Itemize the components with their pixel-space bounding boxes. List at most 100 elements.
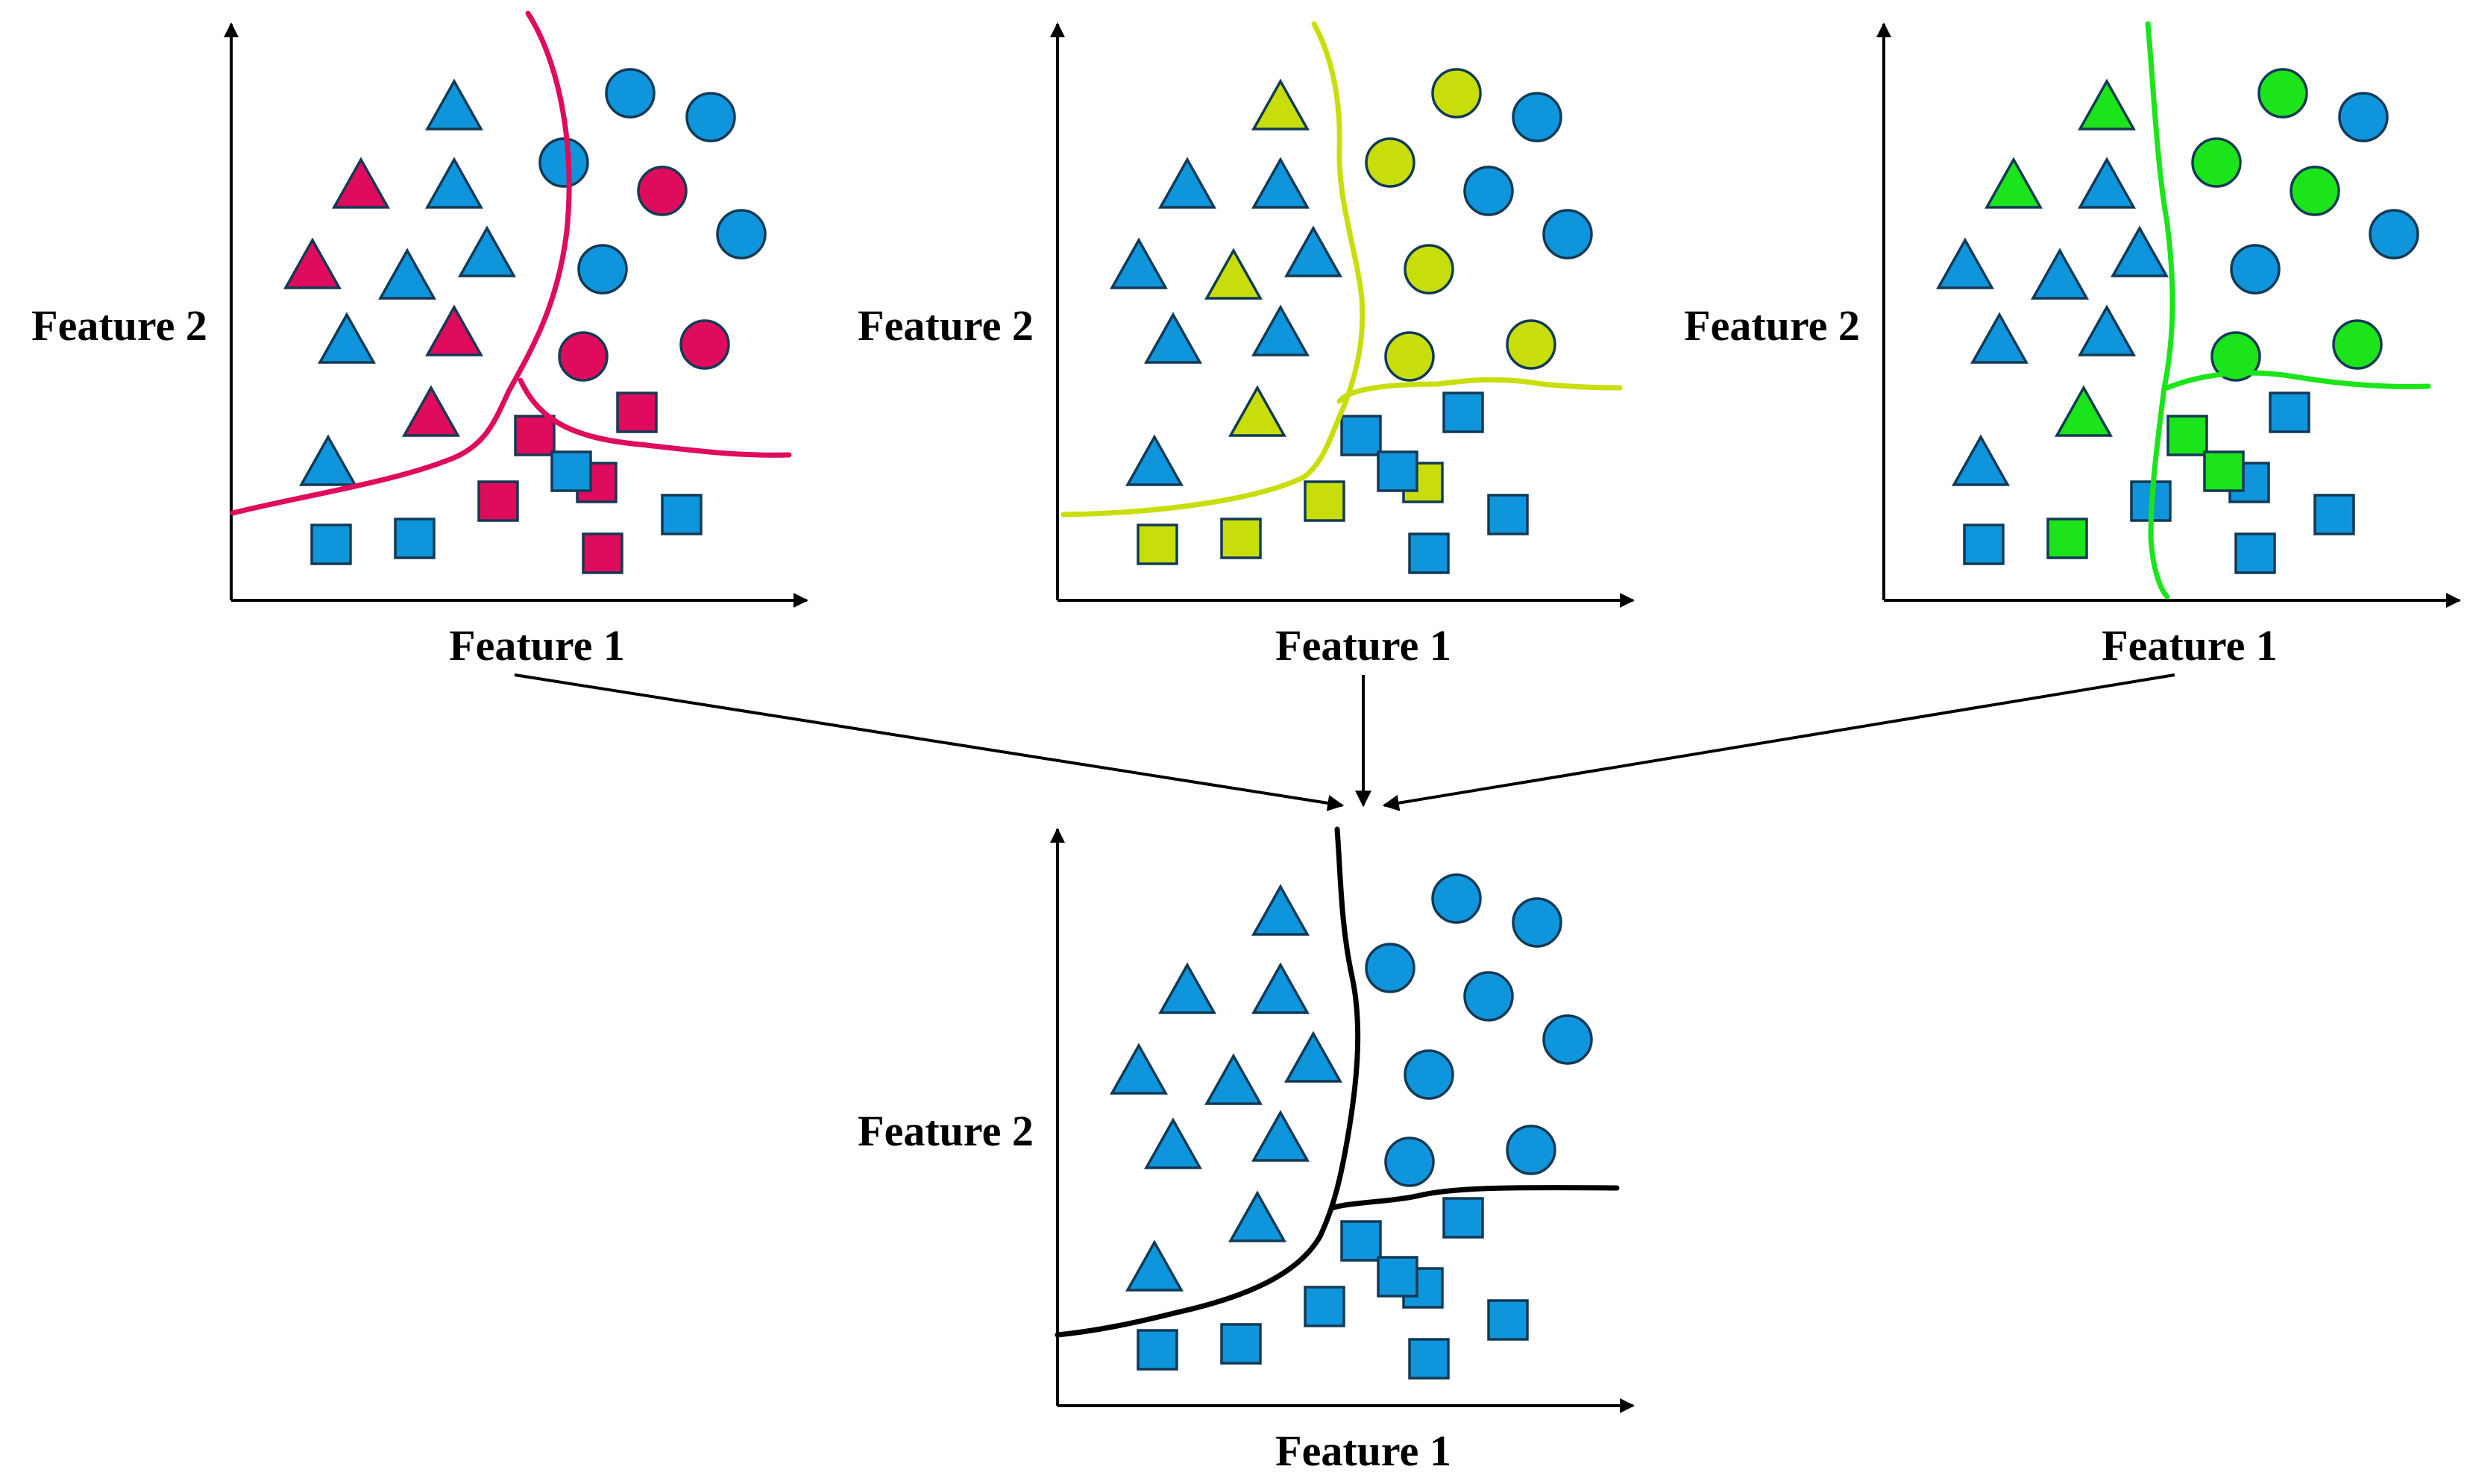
data-point-square-s7 <box>616 392 658 433</box>
data-point-triangle-t4 <box>283 237 342 289</box>
x-axis-label: Feature 1 <box>1275 621 1451 670</box>
data-point-triangle-t6 <box>2111 225 2169 277</box>
data-point-square-s5 <box>1408 532 1450 574</box>
data-point-circle-c5 <box>1463 166 1514 216</box>
data-point-square-s1 <box>310 524 352 565</box>
data-point-square-s8 <box>661 494 703 535</box>
data-point-circle-c5 <box>1463 971 1514 1022</box>
data-point-triangle-t2 <box>1985 157 2043 209</box>
data-point-circle-c7 <box>2210 331 2261 382</box>
data-point-square-s7 <box>2269 392 2310 433</box>
data-point-circle-c5 <box>2290 166 2340 216</box>
data-point-circle-c7 <box>1384 1136 1435 1187</box>
data-point-circle-c5 <box>637 166 688 216</box>
data-point-square-s6 <box>2166 415 2208 456</box>
data-point-triangle-t1 <box>1251 78 1310 131</box>
data-point-triangle-t9 <box>1952 434 2010 486</box>
panel-model-2: Feature 1 Feature 2 <box>858 21 1635 670</box>
data-point-square-s9 <box>550 450 592 492</box>
data-point-circle-c6 <box>2230 244 2281 295</box>
data-point-square-s2 <box>2046 518 2088 559</box>
data-point-triangle-t4 <box>1936 237 1994 289</box>
data-point-triangle-t5 <box>1204 1053 1263 1105</box>
data-point-triangle-t8 <box>425 304 483 356</box>
x-axis-label: Feature 1 <box>449 621 625 670</box>
data-point-circle-c8 <box>679 319 730 370</box>
data-point-square-s1 <box>1963 524 2005 565</box>
data-point-square-s2 <box>1220 1323 1262 1365</box>
data-point-triangle-t2 <box>1158 962 1216 1014</box>
decision-boundary <box>2145 21 2431 600</box>
panel-ensemble: Feature 1 Feature 2 <box>858 826 1635 1475</box>
data-point-triangle-t7 <box>1970 312 2029 364</box>
data-point-triangle-t8 <box>1251 304 1310 356</box>
data-point-circle-c4 <box>1542 1014 1593 1065</box>
data-point-triangle-t1 <box>425 78 483 131</box>
y-axis-label: Feature 2 <box>858 301 1034 350</box>
data-point-triangle-t10 <box>1228 1190 1286 1242</box>
data-point-triangle-t3 <box>2078 157 2136 209</box>
data-point-square-s7 <box>1442 392 1484 433</box>
data-point-circle-c1 <box>2257 68 2308 119</box>
data-point-circle-c2 <box>1512 897 1562 948</box>
data-point-triangle-t10 <box>2055 385 2113 437</box>
data-point-triangle-t5 <box>2031 248 2089 300</box>
data-point-square-s6 <box>514 415 556 456</box>
data-point-square-s2 <box>1220 518 1262 559</box>
data-point-triangle-t9 <box>1125 1239 1184 1292</box>
data-point-square-s9 <box>1377 450 1418 492</box>
data-point-circle-c4 <box>2369 209 2419 260</box>
y-axis-label: Feature 2 <box>1684 301 1860 350</box>
data-point-circle-c7 <box>1384 331 1435 382</box>
data-point-square-s9 <box>1377 1256 1418 1298</box>
decision-boundary <box>1055 826 1620 1338</box>
data-point-triangle-t7 <box>318 312 376 364</box>
data-point-triangle-t6 <box>458 225 516 277</box>
data-point-circle-c4 <box>1542 209 1593 260</box>
data-point-square-s1 <box>1137 524 1178 565</box>
data-point-square-s8 <box>1487 1299 1529 1341</box>
data-point-square-s5 <box>582 532 623 574</box>
data-point-square-s1 <box>1137 1329 1178 1371</box>
data-point-circle-c2 <box>1512 92 1562 142</box>
data-point-triangle-t5 <box>378 248 436 300</box>
data-point-circle-c4 <box>716 209 767 260</box>
data-point-square-s3 <box>1304 480 1345 522</box>
data-point-square-s9 <box>2203 450 2245 492</box>
data-points <box>1110 873 1593 1380</box>
data-point-square-s8 <box>2313 494 2355 535</box>
data-point-circle-c8 <box>1506 319 1556 370</box>
data-point-circle-c3 <box>1365 137 1415 188</box>
data-points <box>1110 68 1593 574</box>
data-point-circle-c3 <box>1365 943 1415 993</box>
data-point-square-s8 <box>1487 494 1529 535</box>
data-point-square-s6 <box>1340 415 1382 456</box>
data-point-circle-c6 <box>1404 1049 1454 1100</box>
x-axis-label: Feature 1 <box>1275 1427 1451 1475</box>
data-point-square-s7 <box>1442 1197 1484 1239</box>
decision-boundary <box>230 10 792 516</box>
data-point-triangle-t10 <box>1228 385 1286 437</box>
data-point-circle-c1 <box>1431 68 1482 119</box>
data-point-square-s6 <box>1340 1220 1382 1262</box>
data-point-triangle-t4 <box>1110 1043 1168 1095</box>
data-points <box>1936 68 2419 574</box>
data-point-triangle-t2 <box>1158 157 1216 209</box>
data-point-square-s5 <box>2234 532 2276 574</box>
data-point-triangle-t10 <box>402 385 460 437</box>
y-axis-label: Feature 2 <box>31 301 207 350</box>
data-point-square-s2 <box>394 518 436 559</box>
data-point-circle-c1 <box>605 68 656 119</box>
data-point-circle-c3 <box>538 137 589 188</box>
data-point-circle-c2 <box>685 92 736 142</box>
data-point-triangle-t3 <box>425 157 483 209</box>
data-point-circle-c6 <box>577 244 628 295</box>
data-point-triangle-t7 <box>1144 1117 1202 1169</box>
data-point-triangle-t9 <box>299 434 357 486</box>
data-point-triangle-t1 <box>1251 884 1310 936</box>
data-point-triangle-t4 <box>1110 237 1168 289</box>
data-point-triangle-t3 <box>1251 962 1310 1014</box>
data-point-triangle-t3 <box>1251 157 1310 209</box>
data-point-triangle-t6 <box>1284 225 1342 277</box>
